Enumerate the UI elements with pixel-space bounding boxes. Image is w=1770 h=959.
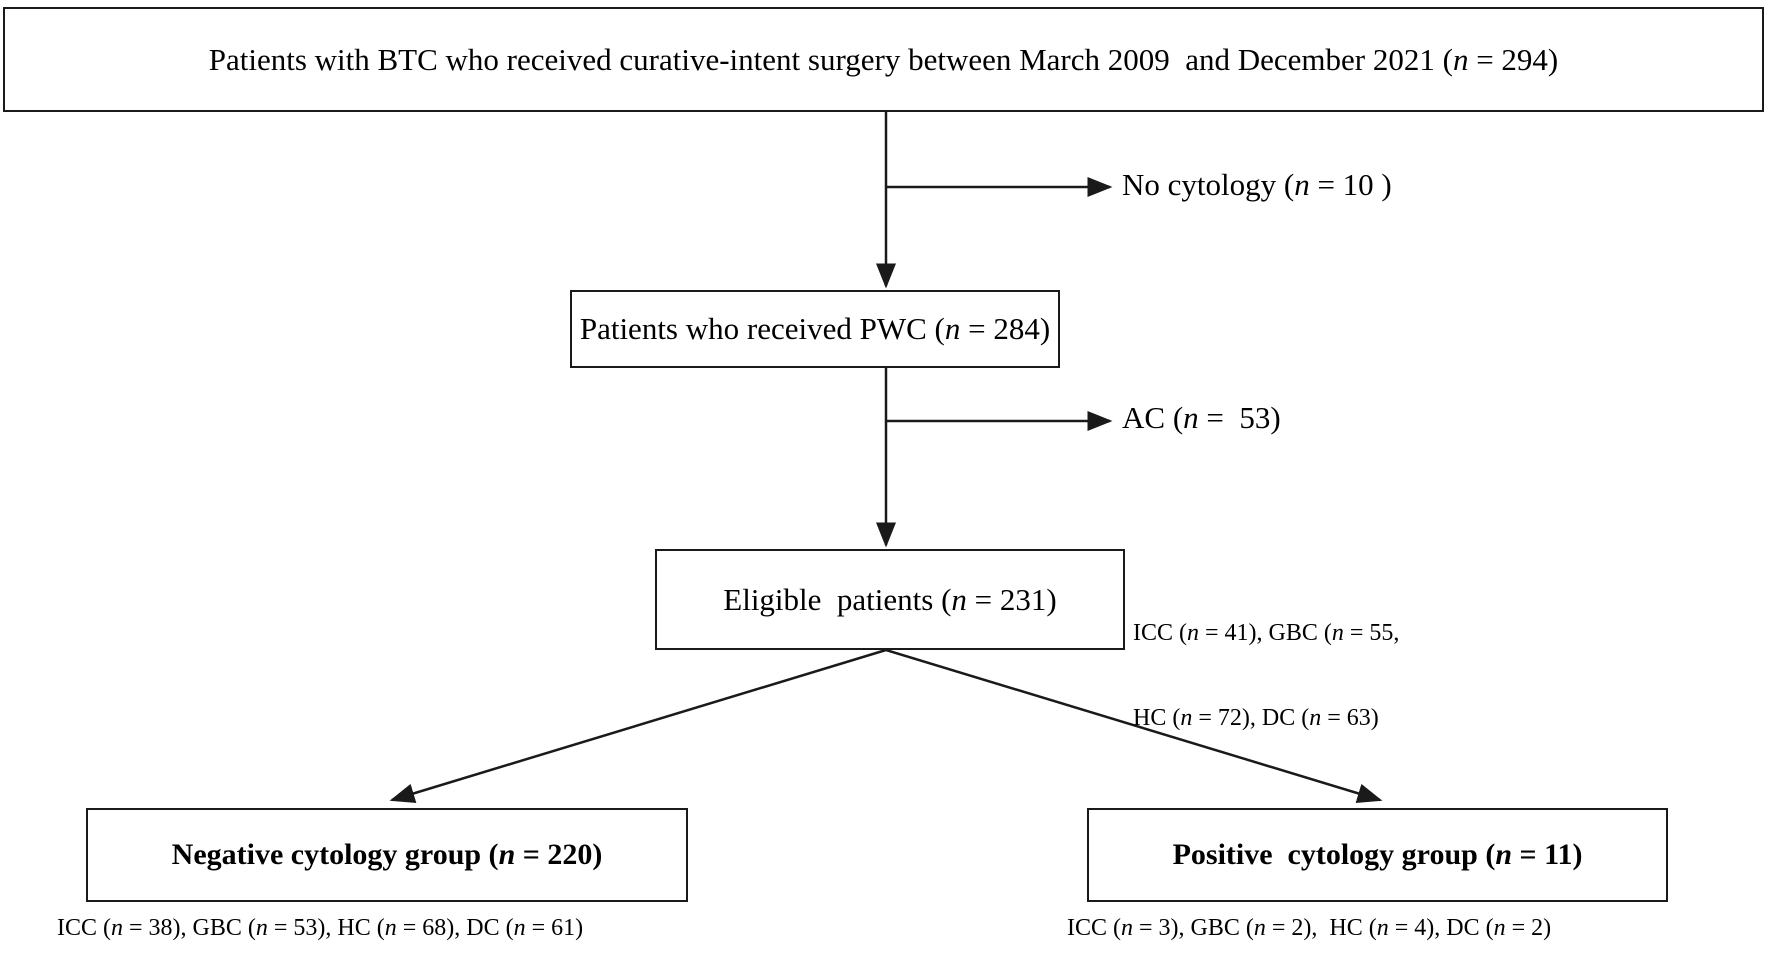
box-positive-cytology-group-label: Positive cytology group (n = 11): [1172, 837, 1583, 871]
exclusion-label-no-cytology: No cytology (n = 10 ): [1122, 167, 1392, 202]
exclusion-label-ac: AC (n = 53): [1122, 400, 1281, 435]
box-total-patients: Patients with BTC who received curative-…: [3, 7, 1764, 112]
box-positive-cytology-group: Positive cytology group (n = 11): [1087, 808, 1668, 902]
negative-group-breakdown-note: ICC (n = 38), GBC (n = 53), HC (n = 68),…: [57, 915, 584, 941]
box-negative-cytology-group-label: Negative cytology group (n = 220): [171, 837, 603, 871]
box-eligible-patients: Eligible patients (n = 231): [655, 549, 1125, 650]
box-eligible-patients-label: Eligible patients (n = 231): [723, 581, 1057, 617]
positive-group-breakdown-note: ICC (n = 3), GBC (n = 2), HC (n = 4), DC…: [1067, 915, 1552, 941]
box-received-pwc-label: Patients who received PWC (n = 284): [579, 311, 1051, 347]
box-received-pwc: Patients who received PWC (n = 284): [570, 290, 1060, 368]
eligible-breakdown-line-2: HC (n = 72), DC (n = 63): [1133, 704, 1379, 731]
box-negative-cytology-group: Negative cytology group (n = 220): [86, 808, 688, 902]
eligible-breakdown-note: ICC (n = 41), GBC (n = 55, HC (n = 72), …: [1133, 562, 1399, 789]
eligible-breakdown-line-1: ICC (n = 41), GBC (n = 55,: [1133, 619, 1400, 646]
arrow-eligible-to-negative: [389, 648, 887, 804]
box-total-patients-label: Patients with BTC who received curative-…: [208, 41, 1559, 77]
